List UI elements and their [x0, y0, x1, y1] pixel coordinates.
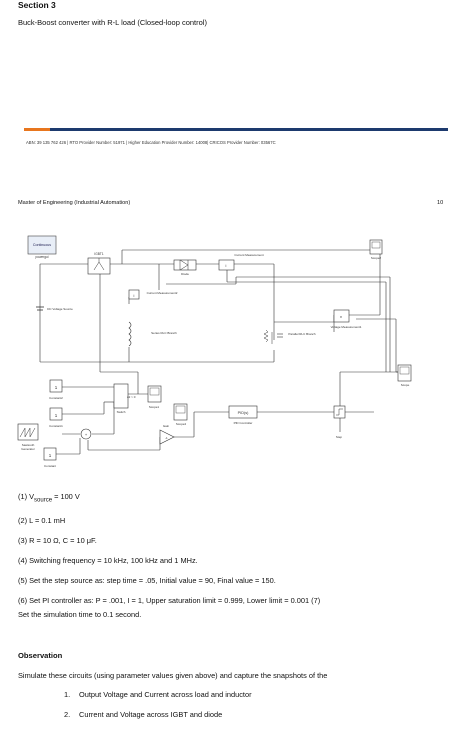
param-6-line2: Set the simulation time to 0.1 second.	[18, 610, 142, 619]
list-number: 1.	[64, 690, 71, 699]
header-accent-bar	[24, 128, 50, 131]
step-label: Step	[336, 435, 343, 439]
param-1: (1) Vsource = 100 V	[18, 492, 80, 504]
institution-info: ABN: 39 135 762 426 | RTO Provider Numbe…	[26, 140, 276, 145]
simulink-diagram: Continuous powergui IGBT1 Diode i Curren…	[17, 235, 412, 468]
constant1-label: Constant1	[49, 424, 63, 428]
svg-text:i: i	[226, 263, 227, 268]
svg-text:i: i	[134, 293, 135, 298]
sawtooth-label-2: Generator	[21, 447, 35, 451]
constant1-value: 1	[55, 413, 58, 418]
switch-label: Switch	[117, 410, 126, 414]
constant-value: 1	[49, 453, 52, 458]
current-measurement2-label: Current Measurement2	[147, 291, 178, 295]
page-number: 10	[437, 200, 444, 206]
svg-text:v: v	[340, 314, 342, 319]
param-6: (6) Set PI controller as: P = .001, I = …	[18, 596, 321, 605]
header-divider-bar	[50, 128, 448, 131]
gain-value: -1	[165, 436, 168, 440]
scope1-label: Scope1	[149, 405, 160, 409]
list-item: 1. Output Voltage and Current across load…	[64, 690, 252, 699]
gain-label: Gain	[163, 424, 170, 428]
list-text: Current and Voltage across IGBT and diod…	[79, 710, 223, 719]
program-name: Master of Engineering (Industrial Automa…	[18, 200, 131, 206]
param-4: (4) Switching frequency = 10 kHz, 100 kH…	[18, 556, 198, 565]
list-item: 2. Current and Voltage across IGBT and di…	[64, 710, 222, 719]
sawtooth-label: Sawtooth	[22, 443, 35, 447]
document-subtitle: Buck-Boost converter with R-L load (Clos…	[18, 18, 207, 27]
svg-text:+: +	[85, 432, 88, 437]
observation-heading: Observation	[18, 651, 63, 660]
voltage-measurement-label: Voltage Measurement1	[331, 325, 362, 329]
powergui-label: powergui	[36, 255, 49, 259]
param-3: (3) R = 10 Ω, C = 10 μF.	[18, 536, 97, 545]
param-2: (2) L = 0.1 mH	[18, 516, 66, 525]
current-measurement-label: Current Measurement	[234, 253, 263, 257]
parallel-rlc-label: Parallel RLC Branch	[288, 332, 316, 336]
constant2-value: 1	[55, 385, 58, 390]
switch-expression: u2 > 0	[127, 395, 136, 399]
pid-block-label: PID(s)	[238, 411, 249, 415]
dc-source-label: DC Voltage Source	[47, 307, 73, 311]
igbt-label: IGBT1	[94, 252, 103, 256]
list-text: Output Voltage and Current across load a…	[79, 690, 252, 699]
diode-label: Diode	[181, 272, 189, 276]
observation-text: Simulate these circuits (using parameter…	[18, 671, 328, 680]
constant-label: Constant	[44, 464, 56, 468]
pid-controller-label: PID Controller	[234, 421, 253, 425]
series-rlc-label: Series RLC Branch	[151, 331, 177, 335]
constant2-label: Constant2	[49, 396, 63, 400]
continuous-label: Continuous	[33, 243, 51, 247]
scope4-label: Scope4	[176, 422, 187, 426]
scope-label: Scope	[401, 383, 410, 387]
section-heading: Section 3	[18, 0, 56, 10]
param-5: (5) Set the step source as: step time = …	[18, 576, 276, 585]
list-number: 2.	[64, 710, 71, 719]
scope2-label: Scope2	[371, 256, 382, 260]
